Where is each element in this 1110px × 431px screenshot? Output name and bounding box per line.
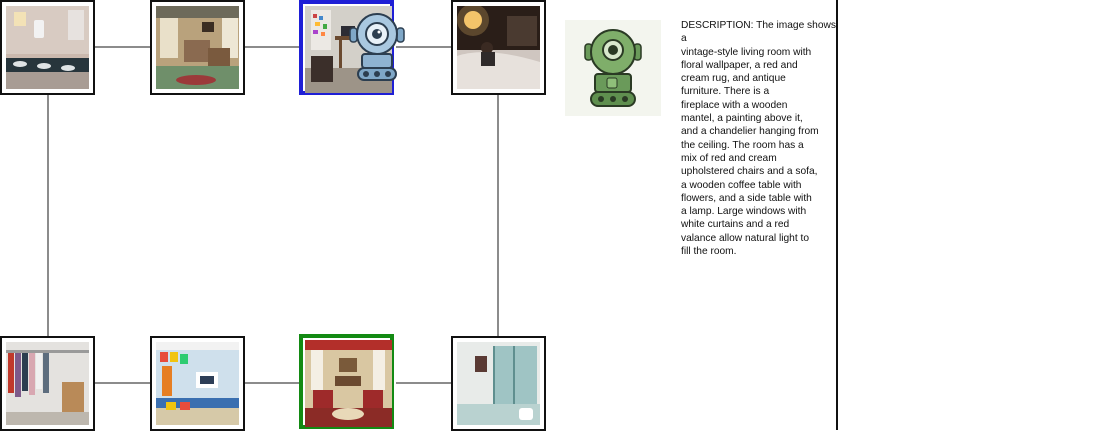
panel-divider xyxy=(836,0,838,430)
room-node-vintage-living-room[interactable] xyxy=(299,334,394,429)
target-robot-card xyxy=(565,20,661,116)
room-node-bedroom-lamp[interactable] xyxy=(451,0,546,95)
room-node-playroom[interactable] xyxy=(150,336,245,431)
room-node-bathroom[interactable] xyxy=(0,0,95,95)
edge-bedroomdesk-bedroomlamp xyxy=(396,46,453,48)
edge-playroom-vintage xyxy=(245,382,301,384)
edge-bedroomlamp-showerroom xyxy=(497,95,499,337)
closet-thumbnail xyxy=(6,342,89,425)
edge-vintage-shower xyxy=(396,382,453,384)
edge-bathroom-closet xyxy=(47,95,49,337)
room-node-closet[interactable] xyxy=(0,336,95,431)
bedroom-lamp-thumbnail xyxy=(457,6,540,89)
bathroom-thumbnail xyxy=(6,6,89,89)
edge-livingroom-bedroomdesk xyxy=(245,46,301,48)
edge-bathroom-livingroom xyxy=(95,46,151,48)
target-room-description: DESCRIPTION: The image shows a vintage-s… xyxy=(681,20,836,258)
living-room-thumbnail xyxy=(156,6,239,89)
robot-icon xyxy=(349,13,405,81)
shower-room-thumbnail xyxy=(457,342,540,425)
vintage-living-room-thumbnail xyxy=(305,340,392,427)
edge-closet-playroom xyxy=(95,382,151,384)
robot-icon-green xyxy=(584,29,642,107)
playroom-thumbnail xyxy=(156,342,239,425)
room-node-living-room[interactable] xyxy=(150,0,245,95)
room-node-shower-room[interactable] xyxy=(451,336,546,431)
